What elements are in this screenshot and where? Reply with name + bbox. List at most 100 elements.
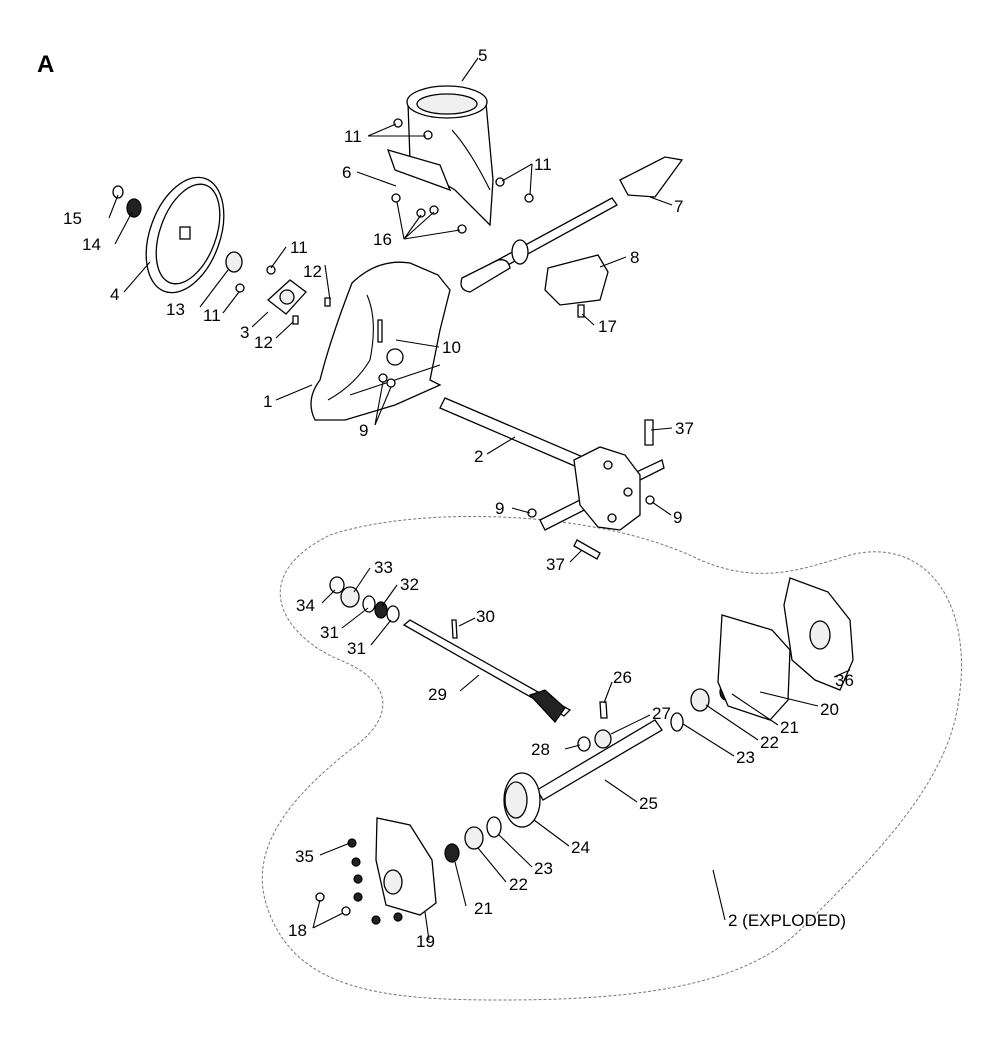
label-36: 36 (835, 671, 854, 690)
discharge-chute-part (406, 85, 494, 227)
exploded-view-boundary (261, 515, 962, 1001)
label-9b: 9 (495, 499, 504, 518)
housing-19-part (375, 817, 437, 916)
ring-32-part (374, 601, 388, 619)
label-5: 5 (478, 46, 487, 65)
label-20: 20 (820, 700, 839, 719)
label-11c: 11 (290, 238, 308, 257)
washer-23a-part (670, 712, 684, 732)
bolt-35a-part (347, 838, 357, 848)
key-26-part (599, 701, 608, 719)
rod-bracket-part (544, 254, 609, 306)
nut-11e-part (266, 265, 276, 275)
label-11b: 11 (534, 155, 552, 174)
nut-15-part (112, 185, 124, 199)
nut-9a-part (378, 373, 388, 383)
nut-11a-part (393, 118, 403, 128)
nut-11c-part (495, 177, 505, 187)
washer-28-part (577, 736, 591, 752)
label-31a: 31 (320, 623, 339, 642)
label-10: 10 (442, 338, 461, 357)
nut-11b-part (423, 130, 433, 140)
label-37a: 37 (675, 419, 694, 438)
label-14: 14 (82, 235, 101, 254)
label-6: 6 (342, 163, 351, 182)
label-1: 1 (263, 392, 272, 411)
label-21b: 21 (474, 899, 493, 918)
bearing-33-part (340, 586, 360, 608)
nut-11d-part (524, 193, 534, 203)
gear-24-part (503, 772, 541, 828)
bolt-12a-part (324, 297, 331, 307)
label-18: 18 (288, 921, 307, 940)
label-28: 28 (531, 740, 550, 759)
label-23b: 23 (534, 859, 553, 878)
nut-11f-part (235, 283, 245, 293)
label-19: 19 (416, 932, 435, 951)
bushing-13-part (225, 251, 243, 273)
washer-14-part (126, 198, 142, 218)
label-25: 25 (639, 794, 658, 813)
bolt-35f-part (393, 912, 403, 922)
label-15: 15 (63, 209, 82, 228)
bolt-16d-part (457, 224, 467, 234)
label-4: 4 (110, 285, 119, 304)
label-12a: 12 (303, 262, 322, 281)
axle-25-part (536, 719, 663, 801)
label-33: 33 (374, 558, 393, 577)
label-24: 24 (571, 838, 590, 857)
label-16: 16 (373, 230, 392, 249)
bolt-35c-part (353, 874, 363, 884)
section-letter: A (37, 51, 54, 78)
label-9a: 9 (359, 421, 368, 440)
label-37b: 37 (546, 555, 565, 574)
housing-36-part (783, 577, 854, 691)
bolt-35b-part (351, 857, 361, 867)
bearing-22b-part (464, 826, 484, 850)
label-31b: 31 (347, 639, 366, 658)
worm-shaft-part (402, 619, 572, 723)
fitting-18a-part (315, 892, 325, 902)
bolt-35e-part (371, 915, 381, 925)
label-13: 13 (166, 300, 185, 319)
bolt-37a-part (644, 419, 654, 446)
washer-34-part (329, 576, 345, 594)
label-32: 32 (400, 575, 419, 594)
label-23a: 23 (736, 748, 755, 767)
bearing-flange-part (266, 279, 307, 315)
bolt-16a-part (391, 193, 401, 203)
label-35: 35 (295, 847, 314, 866)
bolt-10-part (377, 319, 383, 343)
chute-bracket-part (386, 149, 452, 192)
label-12b: 12 (254, 333, 273, 352)
control-rod-part (460, 156, 684, 293)
ring-21b-part (444, 843, 460, 863)
bolt-37b-part (573, 539, 601, 560)
washer-31b-part (386, 605, 400, 623)
fitting-18b-part (341, 906, 351, 916)
bolt-16b-part (416, 208, 426, 218)
washer-31a-part (362, 595, 376, 613)
label-8: 8 (630, 248, 639, 267)
label-22a: 22 (760, 733, 779, 752)
bolt-12b-part (292, 315, 299, 325)
exploded-view-label: 2 (EXPLODED) (728, 911, 846, 930)
label-11a: 11 (344, 127, 362, 146)
label-29: 29 (428, 685, 447, 704)
label-2: 2 (474, 447, 483, 466)
label-27: 27 (652, 704, 671, 723)
bolt-35d-part (353, 892, 363, 902)
bushing-27-part (594, 729, 612, 749)
pulley-part (145, 176, 225, 294)
label-30: 30 (476, 607, 495, 626)
label-7: 7 (674, 197, 683, 216)
label-21a: 21 (780, 718, 799, 737)
label-26: 26 (613, 668, 632, 687)
gearbox-part (573, 446, 641, 531)
pin-30-part (451, 619, 458, 639)
gasket-20-part (717, 614, 791, 721)
leader-lines (108, 57, 851, 941)
label-3: 3 (240, 323, 249, 342)
label-9c: 9 (673, 508, 682, 527)
